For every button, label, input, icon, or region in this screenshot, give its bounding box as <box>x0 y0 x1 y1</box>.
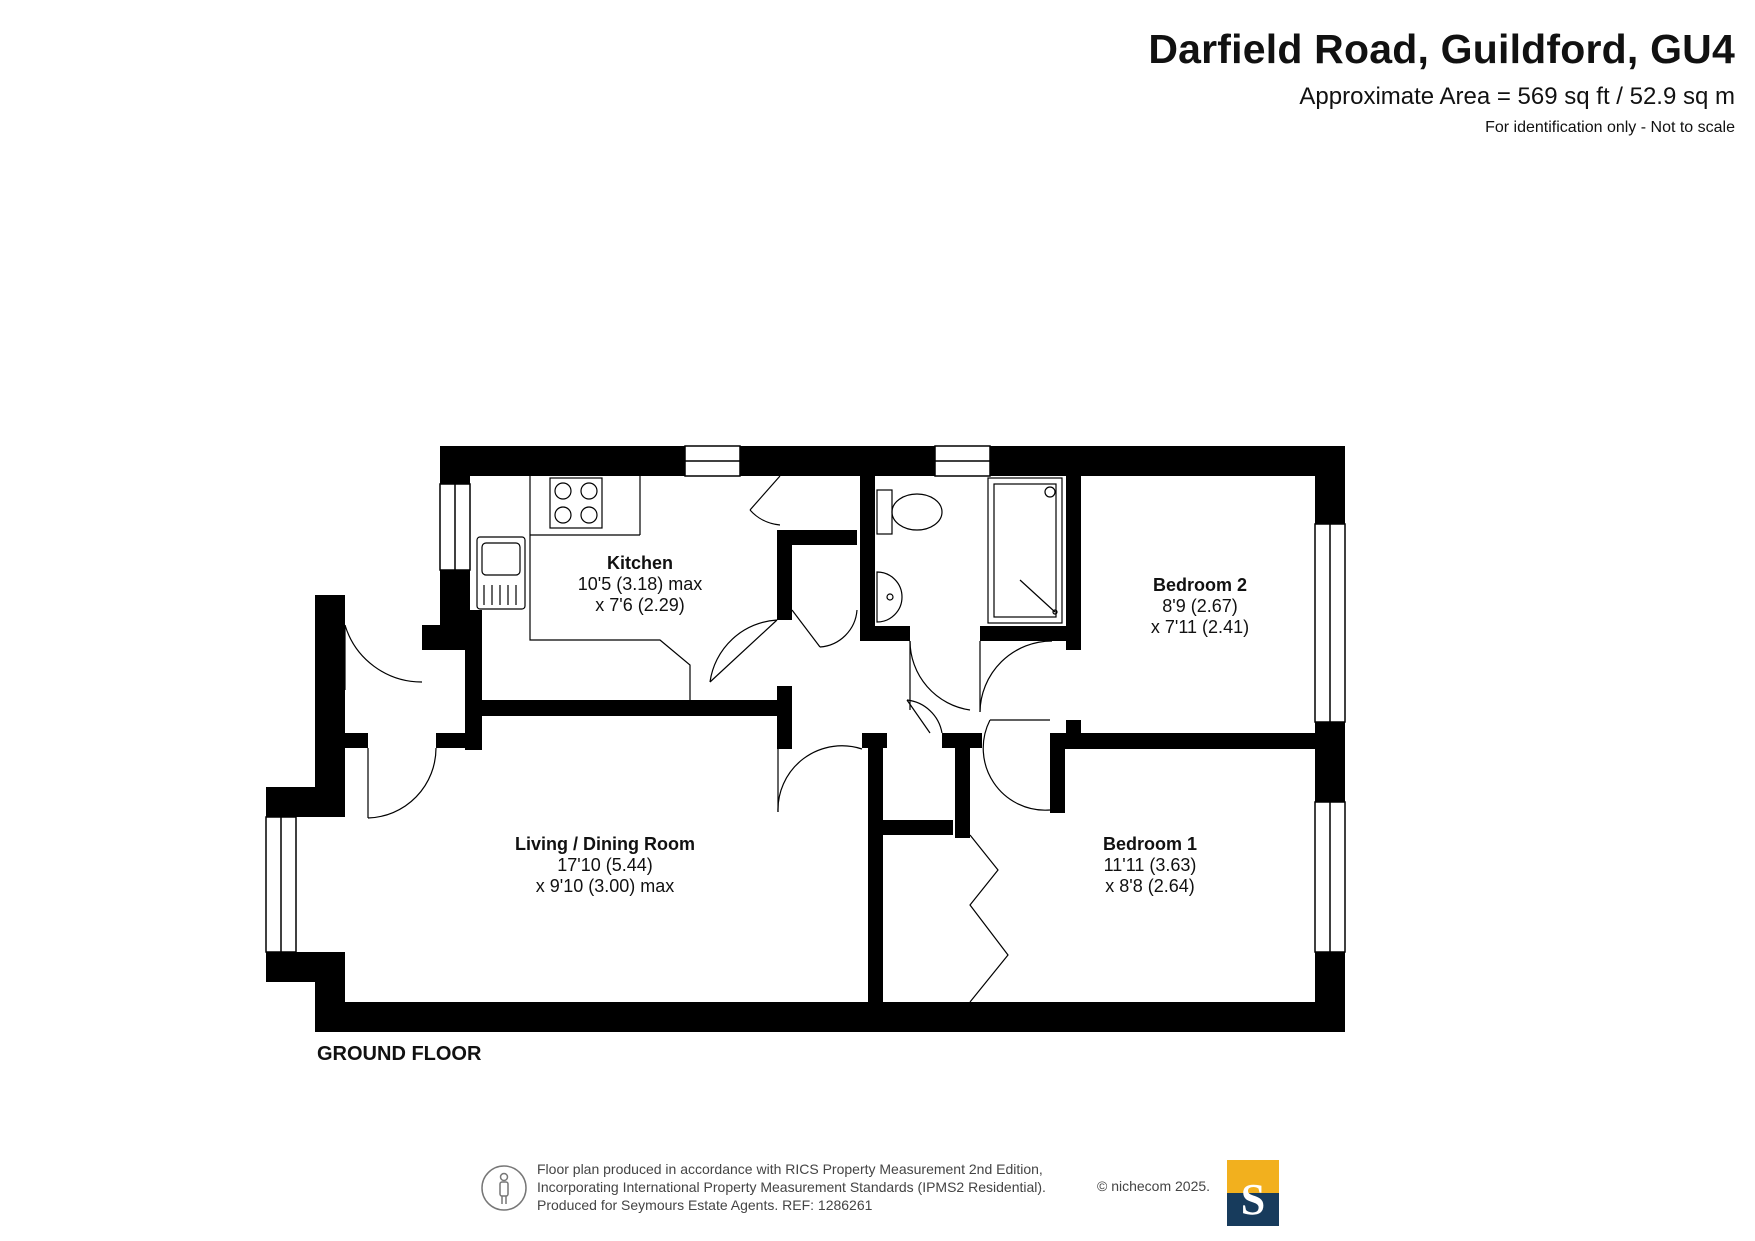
footer-line: Floor plan produced in accordance with R… <box>537 1161 1043 1177</box>
basin-icon <box>876 571 903 623</box>
bath-icon <box>987 477 1063 624</box>
room-dimension: 8'9 (2.67) <box>1162 596 1238 616</box>
room-bedroom-1: Bedroom 1 11'11 (3.63) x 8'8 (2.64) <box>1075 834 1225 897</box>
toilet-icon <box>876 489 943 535</box>
seymours-logo: S <box>1227 1160 1279 1226</box>
page-title: Darfield Road, Guildford, GU4 <box>1148 26 1735 72</box>
header: Darfield Road, Guildford, GU4 Approximat… <box>1148 26 1735 137</box>
kitchen-worktop <box>529 476 691 700</box>
person-icon <box>481 1165 527 1211</box>
room-name: Living / Dining Room <box>515 834 695 854</box>
windows <box>265 445 1346 953</box>
room-bedroom-2: Bedroom 2 8'9 (2.67) x 7'11 (2.41) <box>1125 575 1275 638</box>
room-dimension: 11'11 (3.63) <box>1103 855 1197 875</box>
room-name: Bedroom 1 <box>1102 834 1198 854</box>
room-dimension: 10'5 (3.18) max <box>577 574 703 594</box>
copyright: © nichecom 2025. <box>1097 1178 1211 1194</box>
hob-icon <box>549 477 603 529</box>
identification-note: For identification only - Not to scale <box>1485 119 1735 136</box>
room-dimension: x 9'10 (3.00) max <box>535 876 675 896</box>
room-kitchen: Kitchen 10'5 (3.18) max x 7'6 (2.29) <box>560 553 720 616</box>
doors <box>344 475 1053 1003</box>
room-name: Bedroom 2 <box>1152 575 1248 595</box>
footer: Floor plan produced in accordance with R… <box>480 1160 1280 1230</box>
room-name: Kitchen <box>606 553 673 573</box>
walls <box>266 446 1345 1032</box>
floor-label: GROUND FLOOR <box>317 1043 482 1065</box>
footer-text: Floor plan produced in accordance with R… <box>537 1160 1046 1214</box>
room-dimension: 17'10 (5.44) <box>557 855 653 875</box>
approximate-area: Approximate Area = 569 sq ft / 52.9 sq m <box>1299 83 1735 110</box>
footer-line: Produced for Seymours Estate Agents. REF… <box>537 1197 873 1213</box>
room-dimension: x 7'6 (2.29) <box>595 595 685 615</box>
footer-line: Incorporating International Property Mea… <box>537 1179 1046 1195</box>
sink-icon <box>476 536 526 610</box>
room-living-dining: Living / Dining Room 17'10 (5.44) x 9'10… <box>490 834 720 897</box>
room-dimension: x 7'11 (2.41) <box>1150 617 1250 637</box>
logo-letter: S <box>1241 1175 1265 1224</box>
room-dimension: x 8'8 (2.64) <box>1105 876 1195 896</box>
